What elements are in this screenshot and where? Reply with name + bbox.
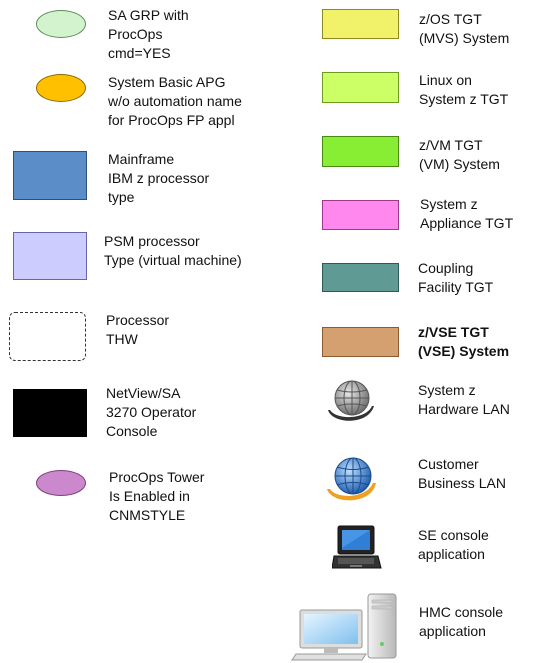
zvse-tgt-rect-symbol bbox=[322, 327, 399, 357]
linux-tgt-label: Linux on System z TGT bbox=[419, 72, 509, 107]
system-basic-apg-label: System Basic APG w/o automation name for… bbox=[108, 74, 242, 128]
zvse-tgt-label: z/VSE TGT (VSE) System bbox=[418, 324, 510, 359]
hmc-console-label: HMC console application bbox=[419, 604, 504, 639]
zos-tgt-rect-symbol bbox=[322, 9, 399, 39]
gray-globe-icon bbox=[328, 380, 374, 421]
psm-processor-rect-symbol bbox=[13, 232, 87, 280]
linux-tgt-rect-symbol bbox=[322, 72, 399, 103]
system-basic-apg-ellipse-symbol bbox=[36, 74, 86, 102]
business-lan-label: Customer Business LAN bbox=[418, 456, 506, 491]
processor-thw-label: Processor THW bbox=[106, 312, 170, 347]
blue-globe-icon bbox=[327, 457, 376, 501]
coupling-facility-label: Coupling Facility TGT bbox=[418, 260, 494, 295]
appliance-tgt-label: System z Appliance TGT bbox=[420, 196, 514, 231]
netview-console-label: NetView/SA 3270 Operator Console bbox=[106, 385, 197, 439]
se-console-label: SE console application bbox=[418, 527, 489, 562]
mainframe-label: Mainframe IBM z processor type bbox=[108, 151, 210, 205]
netview-console-rect-symbol bbox=[13, 389, 87, 437]
procops-tower-label: ProcOps Tower Is Enabled in CNMSTYLE bbox=[109, 469, 205, 523]
processor-thw-dashed-rect-symbol bbox=[9, 312, 86, 361]
zvm-tgt-label: z/VM TGT (VM) System bbox=[419, 137, 500, 172]
appliance-tgt-rect-symbol bbox=[322, 200, 399, 230]
sa-grp-ellipse-symbol bbox=[36, 10, 86, 38]
laptop-icon bbox=[332, 525, 382, 569]
procops-tower-ellipse-symbol bbox=[36, 470, 86, 496]
coupling-facility-rect-symbol bbox=[322, 263, 399, 292]
mainframe-rect-symbol bbox=[13, 151, 87, 200]
hardware-lan-label: System z Hardware LAN bbox=[418, 382, 510, 417]
zos-tgt-label: z/OS TGT (MVS) System bbox=[419, 11, 510, 46]
zvm-tgt-rect-symbol bbox=[322, 136, 399, 167]
desktop-pc-icon bbox=[291, 593, 397, 661]
sa-grp-label: SA GRP with ProcOps cmd=YES bbox=[108, 7, 189, 61]
psm-processor-label: PSM processor Type (virtual machine) bbox=[104, 233, 242, 268]
